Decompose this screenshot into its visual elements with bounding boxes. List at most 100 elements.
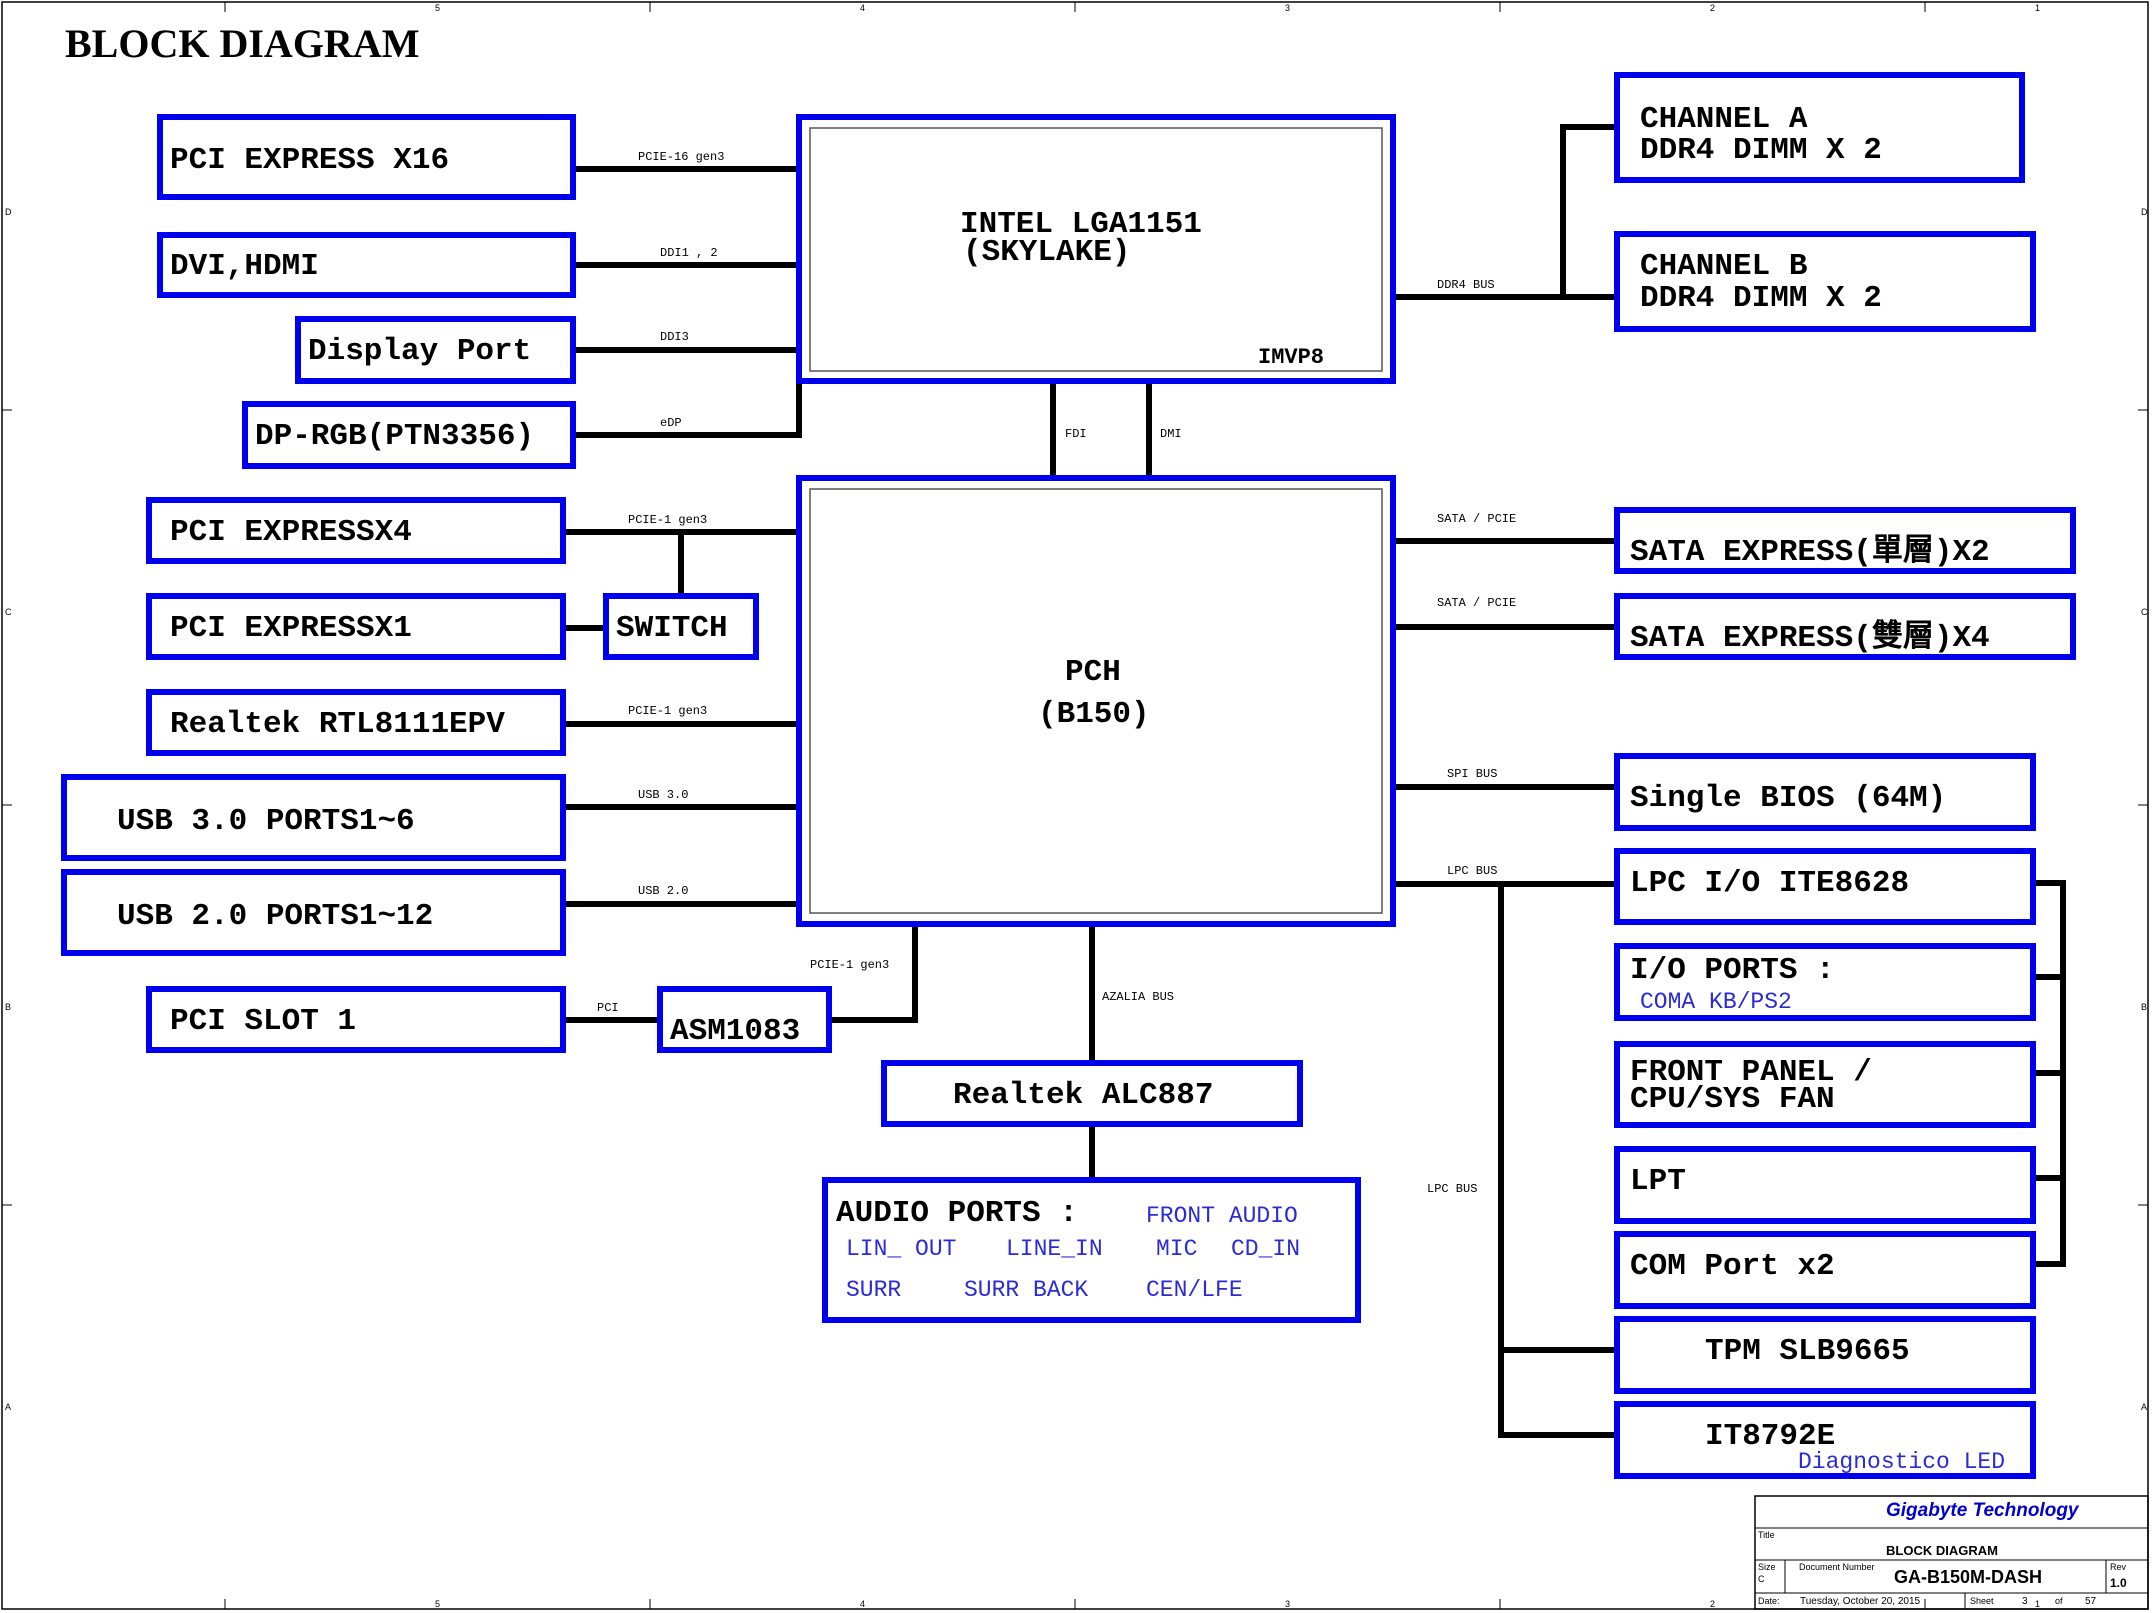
size-label: Size xyxy=(1758,1562,1776,1572)
block-label: DP-RGB(PTN3356) xyxy=(255,419,534,454)
audio-cen-lfe-label: CEN/LFE xyxy=(1146,1277,1243,1303)
block-label: COM Port x2 xyxy=(1630,1249,1835,1284)
block-label: CHANNEL B xyxy=(1640,249,1807,284)
block-label: LPT xyxy=(1630,1164,1686,1199)
block-realtek-lan: Realtek RTL8111EPV xyxy=(146,689,566,756)
block-pcie-x1: PCI EXPRESSX1 xyxy=(146,593,566,660)
bus-label-pcie1-a: PCIE-1 gen3 xyxy=(628,513,707,527)
block-io-ports: I/O PORTS : COMA KB/PS2 xyxy=(1614,943,2036,1021)
block-label: USB 2.0 PORTS1~12 xyxy=(117,899,433,934)
bus-label-azalia: AZALIA BUS xyxy=(1102,990,1174,1004)
block-sublabel: COMA KB/PS2 xyxy=(1640,989,1792,1015)
title-label: Title xyxy=(1758,1530,1775,1540)
block-display-port: Display Port xyxy=(295,316,576,384)
frame-mark-bottom: 2 xyxy=(1710,1599,1715,1609)
connection-lines xyxy=(563,124,2066,1438)
title-block: Gigabyte Technology Title BLOCK DIAGRAM … xyxy=(1754,1495,2149,1610)
bus-label-dmi: DMI xyxy=(1160,427,1182,441)
bus-label-ddi12: DDI1 , 2 xyxy=(660,246,718,260)
bus-label-lpc2: LPC BUS xyxy=(1427,1182,1477,1196)
title-value: BLOCK DIAGRAM xyxy=(1886,1543,1998,1558)
block-pci-slot: PCI SLOT 1 xyxy=(146,986,566,1053)
bus-label-fdi: FDI xyxy=(1065,427,1087,441)
block-label: IT8792E xyxy=(1705,1419,1835,1454)
bus-label-sata-a: SATA / PCIE xyxy=(1437,512,1516,526)
cpu-sublabel: (SKYLAKE) xyxy=(963,235,1130,270)
frame-mark-top: 4 xyxy=(860,3,865,13)
sheet-label: Sheet xyxy=(1970,1596,1994,1606)
block-sata-x2: SATA EXPRESS(單層)X2 xyxy=(1614,507,2076,574)
bus-labels: PCIE-16 gen3 DDI1 , 2 DDI3 eDP DDR4 BUS … xyxy=(597,150,1516,1196)
block-label: SATA EXPRESS(雙層)X4 xyxy=(1630,619,1990,656)
block-label: FRONT PANEL / xyxy=(1630,1055,1872,1090)
block-label: I/O PORTS : xyxy=(1630,953,1835,988)
audio-surr-label: SURR xyxy=(846,1277,901,1303)
audio-lin-out-label: LIN_ OUT xyxy=(846,1236,956,1262)
frame-mark-top: 3 xyxy=(1285,3,1290,13)
block-realtek-audio: Realtek ALC887 xyxy=(881,1060,1303,1127)
block-audio-ports: AUDIO PORTS : FRONT AUDIO LIN_ OUT LINE_… xyxy=(822,1177,1361,1323)
block-label: PCI EXPRESSX1 xyxy=(170,611,412,646)
pch-sublabel: (B150) xyxy=(1038,697,1150,732)
frame-mark-bottom: 3 xyxy=(1285,1599,1290,1609)
bus-label-sata-b: SATA / PCIE xyxy=(1437,596,1516,610)
block-label: AUDIO PORTS : xyxy=(836,1196,1078,1231)
block-it8792e: IT8792E Diagnostico LED xyxy=(1614,1401,2036,1479)
audio-mic-label: MIC xyxy=(1156,1236,1197,1262)
block-label: CHANNEL A xyxy=(1640,102,1808,137)
frame-mark-bottom: 1 xyxy=(2035,1599,2040,1609)
block-label: LPC I/O ITE8628 xyxy=(1630,866,1909,901)
frame-mark-left: B xyxy=(5,1002,11,1012)
block-label: CPU/SYS FAN xyxy=(1630,1082,1835,1117)
of-label: of xyxy=(2055,1596,2063,1606)
cpu-imvp-label: IMVP8 xyxy=(1258,345,1324,370)
block-label: TPM SLB9665 xyxy=(1705,1334,1910,1369)
block-pcie-x16: PCI EXPRESS X16 xyxy=(157,114,576,200)
block-label: Display Port xyxy=(308,334,531,369)
block-lpt: LPT xyxy=(1614,1146,2036,1224)
block-lpc-io: LPC I/O ITE8628 xyxy=(1614,848,2036,925)
bus-label-usb20: USB 2.0 xyxy=(638,884,688,898)
block-com-port: COM Port x2 xyxy=(1614,1231,2036,1309)
block-dp-rgb: DP-RGB(PTN3356) xyxy=(242,401,576,469)
frame-mark-right: B xyxy=(2141,1002,2147,1012)
block-label: SATA EXPRESS(單層)X2 xyxy=(1630,534,1990,570)
company-name: Gigabyte Technology xyxy=(1886,1500,2080,1521)
block-label: PCI EXPRESSX4 xyxy=(170,515,412,550)
block-bios: Single BIOS (64M) xyxy=(1614,753,2036,831)
block-front-panel: FRONT PANEL / CPU/SYS FAN xyxy=(1614,1041,2036,1128)
block-label: ASM1083 xyxy=(670,1014,800,1049)
bus-label-pci: PCI xyxy=(597,1001,619,1015)
bus-label-ddr4: DDR4 BUS xyxy=(1437,278,1495,292)
page-title: BLOCK DIAGRAM xyxy=(65,21,419,66)
block-label: DDR4 DIMM X 2 xyxy=(1640,133,1882,168)
frame-mark-right: A xyxy=(2141,1402,2147,1412)
bus-label-ddi3: DDI3 xyxy=(660,330,689,344)
frame-mark-left: D xyxy=(5,207,12,217)
frame-mark-left: A xyxy=(5,1402,11,1412)
block-label: DDR4 DIMM X 2 xyxy=(1640,281,1882,316)
bus-label-pcie1-c: PCIE-1 gen3 xyxy=(810,958,889,972)
block-label: Realtek RTL8111EPV xyxy=(170,707,505,742)
block-usb30: USB 3.0 PORTS1~6 xyxy=(61,774,566,861)
pch-label: PCH xyxy=(1065,655,1121,690)
block-label: Realtek ALC887 xyxy=(953,1078,1213,1113)
bus-label-spi: SPI BUS xyxy=(1447,767,1497,781)
of-value: 57 xyxy=(2085,1596,2097,1607)
block-label: SWITCH xyxy=(616,611,728,646)
block-label: USB 3.0 PORTS1~6 xyxy=(117,804,415,839)
frame-mark-top: 5 xyxy=(435,3,440,13)
size-value: C xyxy=(1758,1574,1765,1584)
block-channel-a: CHANNEL A DDR4 DIMM X 2 xyxy=(1614,72,2025,183)
block-pch: PCH (B150) xyxy=(796,475,1396,927)
audio-surr-back-label: SURR BACK xyxy=(964,1277,1088,1303)
bus-label-edp: eDP xyxy=(660,416,682,430)
frame-mark-right: D xyxy=(2141,207,2148,217)
date-label: Date: xyxy=(1758,1596,1780,1606)
block-label: DVI,HDMI xyxy=(170,249,319,284)
block-label: PCI EXPRESS X16 xyxy=(170,143,449,178)
document-number-label: Document Number xyxy=(1799,1562,1875,1572)
block-channel-b: CHANNEL B DDR4 DIMM X 2 xyxy=(1614,231,2036,332)
